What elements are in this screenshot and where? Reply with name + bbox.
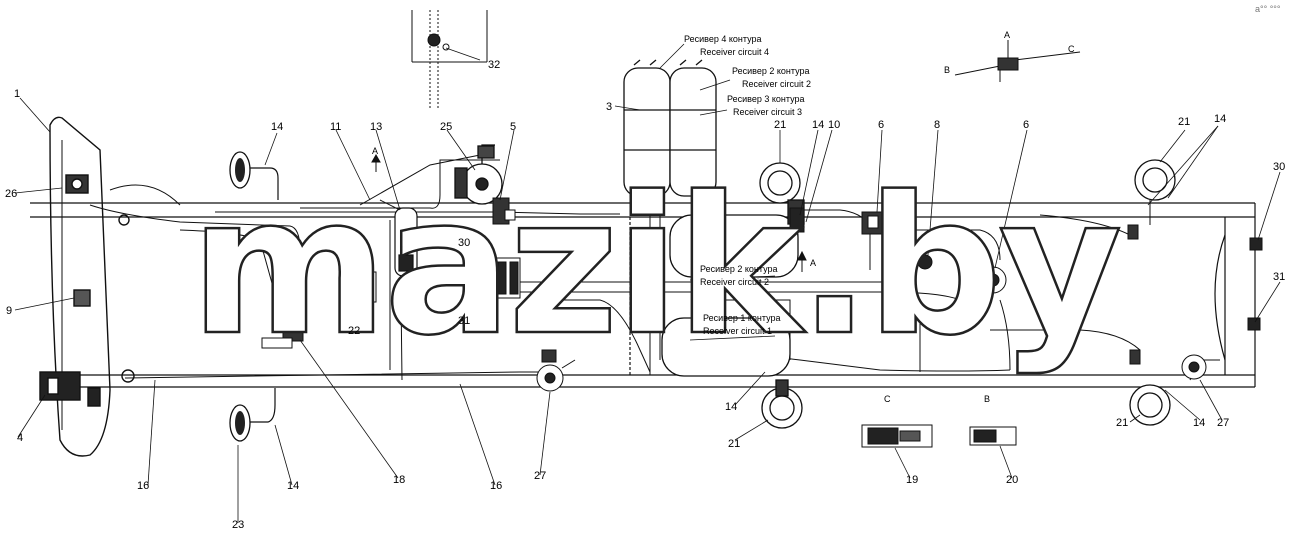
brake-chamber-21-lower-mid <box>761 379 803 429</box>
valve-6-right <box>979 266 1007 294</box>
view-label-c-top: C <box>1068 44 1075 54</box>
callout-27-a: 27 <box>534 470 546 482</box>
chassis-frame <box>30 202 1256 388</box>
callout-31-a: 31 <box>458 315 470 327</box>
receiver-4-label-en: Receiver circuit 4 <box>700 47 769 57</box>
callout-14-a: 14 <box>271 121 283 133</box>
watermark-text: mazik.by <box>190 156 1119 377</box>
receiver-2b-label-en: Receiver circuit 2 <box>700 277 769 287</box>
view-arrow-a <box>371 153 807 272</box>
callout-14-c: 14 <box>812 119 824 131</box>
receiver-3-label-en: Receiver circuit 3 <box>733 107 802 117</box>
receiver-circuit-1-tank <box>661 317 791 377</box>
callout-21-a: 21 <box>774 119 786 131</box>
callout-6-b: 6 <box>1023 119 1029 131</box>
receiver-1-label-en: Receiver circuit 1 <box>703 326 772 336</box>
sensor-31-rear <box>1247 317 1261 331</box>
front-axle-assembly <box>39 116 135 457</box>
callout-16-b: 16 <box>490 480 502 492</box>
dryer-13 <box>394 207 418 277</box>
view-label-b-top: B <box>944 65 950 75</box>
leader-lines <box>14 43 1281 523</box>
brake-chamber-front-upper <box>229 151 279 200</box>
callout-8: 8 <box>934 119 940 131</box>
callout-3: 3 <box>606 101 612 113</box>
callout-9: 9 <box>6 305 12 317</box>
receiver-2-label-ru: Ресивер 2 контура <box>732 66 809 76</box>
receiver-tanks-3 <box>623 59 717 197</box>
compressor-25 <box>454 144 503 205</box>
view-label-a-arrow: A <box>372 146 378 156</box>
callout-5: 5 <box>510 121 516 133</box>
callout-21-b: 21 <box>1178 116 1190 128</box>
view-label-a-mid: A <box>810 258 816 268</box>
bracket-rear-valve <box>1127 224 1141 365</box>
view-label-c-bottom: C <box>884 394 891 404</box>
view-label-b-bottom: B <box>984 394 990 404</box>
brake-chamber-21-upper-rear <box>1134 159 1176 201</box>
corner-mark: a°° °°° <box>1255 4 1281 14</box>
receiver-4-label-ru: Ресивер 4 контура <box>684 34 761 44</box>
callout-25: 25 <box>440 121 452 133</box>
callout-11: 11 <box>330 121 341 133</box>
view-label-a-top: A <box>1004 30 1010 40</box>
callout-14-b: 14 <box>287 480 299 492</box>
callout-10: 10 <box>828 119 840 131</box>
callout-19: 19 <box>906 474 918 486</box>
callout-26: 26 <box>5 188 17 200</box>
callout-20: 20 <box>1006 474 1018 486</box>
callout-14-f: 14 <box>1193 417 1205 429</box>
receiver-circuit-2-tank <box>669 214 799 278</box>
detail-view-a-b-c <box>954 40 1081 82</box>
fitting-20 <box>969 426 1017 446</box>
callout-31-b: 31 <box>1273 271 1285 283</box>
valve-27-rear <box>1181 354 1207 380</box>
callout-32: 32 <box>488 59 500 71</box>
detail-view-32 <box>411 10 488 110</box>
callout-1: 1 <box>14 88 20 100</box>
valve-block-5 <box>492 197 516 225</box>
callout-22: 22 <box>348 325 360 337</box>
callout-14-e: 14 <box>725 401 737 413</box>
manifold-30-31 <box>481 257 521 299</box>
valve-27-center <box>536 349 576 392</box>
callout-23: 23 <box>232 519 244 531</box>
receiver-1-label-ru: Ресивер 1 контура <box>703 313 780 323</box>
callout-18: 18 <box>393 474 405 486</box>
callout-4: 4 <box>17 432 23 444</box>
callout-numbers: 1 26 9 4 14 11 13 25 5 32 3 30 31 22 18 … <box>5 59 1285 531</box>
receiver-2b-label-ru: Ресивер 2 контура <box>700 264 777 274</box>
brake-chamber-front-lower <box>229 388 276 442</box>
callout-6-a: 6 <box>878 119 884 131</box>
receiver-2-label-en: Receiver circuit 2 <box>742 79 811 89</box>
callout-14-d: 14 <box>1214 113 1226 125</box>
valve-8 <box>917 254 933 270</box>
brake-chamber-21-lower-rear <box>1129 384 1171 426</box>
callout-13: 13 <box>370 121 382 133</box>
fitting-19 <box>861 424 933 448</box>
callout-21-d: 21 <box>1116 417 1128 429</box>
callout-30-b: 30 <box>1273 161 1285 173</box>
callout-30-a: 30 <box>458 237 470 249</box>
receiver-3-label-ru: Ресивер 3 контура <box>727 94 804 104</box>
callout-16-a: 16 <box>137 480 149 492</box>
sensor-30-rear <box>1249 237 1263 251</box>
valve-22 <box>339 271 377 303</box>
callout-27-b: 27 <box>1217 417 1229 429</box>
callout-21-c: 21 <box>728 438 740 450</box>
valve-18 <box>261 314 304 349</box>
